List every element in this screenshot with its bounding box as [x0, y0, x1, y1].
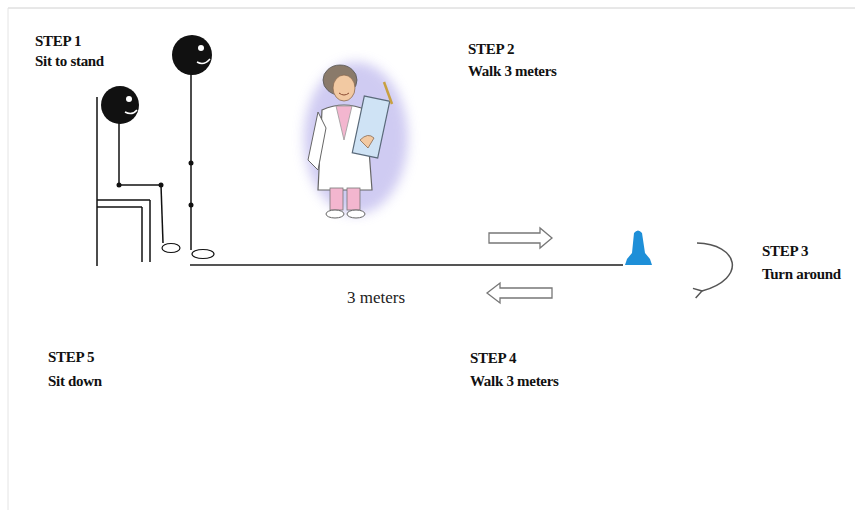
pen — [384, 82, 392, 104]
chair-seat — [97, 199, 150, 201]
smile — [339, 93, 349, 95]
glow — [304, 62, 408, 214]
standing-figure — [172, 35, 214, 259]
coat-sleeve — [308, 112, 326, 170]
trouser-leg — [330, 188, 343, 210]
clinician-clipart — [304, 62, 408, 218]
chair-leg — [141, 207, 143, 262]
figure-foot — [192, 250, 214, 259]
turn-arrow — [697, 243, 732, 291]
chair-back — [96, 97, 98, 266]
step-label: Sit to stand — [35, 53, 104, 70]
chair-seat — [97, 206, 142, 208]
frame-line — [8, 8, 855, 9]
figure-shin — [161, 185, 163, 243]
clipboard — [352, 96, 389, 158]
figure-foot — [162, 244, 180, 253]
walkway-line — [190, 264, 623, 266]
figure-eye — [126, 96, 132, 102]
trouser-leg — [347, 188, 360, 210]
step-label: Walk 3 meters — [468, 63, 557, 80]
direction-arrow — [487, 283, 552, 303]
shoe — [326, 210, 344, 218]
figure-eye — [198, 45, 204, 51]
step-label: STEP 4 — [470, 350, 516, 367]
hand — [360, 135, 374, 148]
step-label: STEP 3 — [762, 243, 808, 260]
chair-leg — [149, 200, 151, 262]
frame-line — [8, 8, 9, 510]
figure-head — [172, 35, 212, 75]
figure-joint — [117, 183, 122, 188]
figure-head — [101, 86, 139, 124]
figure-joint — [189, 203, 194, 208]
figure-body — [118, 120, 120, 185]
seated-figure — [101, 86, 180, 253]
figure-mouth — [197, 59, 210, 63]
step-label: STEP 2 — [468, 41, 514, 58]
step-label: Sit down — [48, 373, 102, 390]
step-label: STEP 1 — [35, 33, 81, 50]
cone — [625, 231, 652, 266]
figure-thigh — [119, 184, 161, 186]
blouse — [336, 106, 352, 140]
cone-marker — [625, 231, 652, 266]
direction-arrow — [489, 228, 552, 248]
figure-joint — [189, 161, 194, 166]
shoe — [347, 210, 365, 218]
face — [333, 75, 355, 101]
dimension-label: 3 meters — [347, 289, 405, 308]
step-label: STEP 5 — [48, 349, 94, 366]
figure-joint — [159, 183, 164, 188]
figure-mouth — [125, 110, 137, 114]
step-label: Turn around — [762, 266, 841, 283]
step-label: Walk 3 meters — [470, 373, 559, 390]
